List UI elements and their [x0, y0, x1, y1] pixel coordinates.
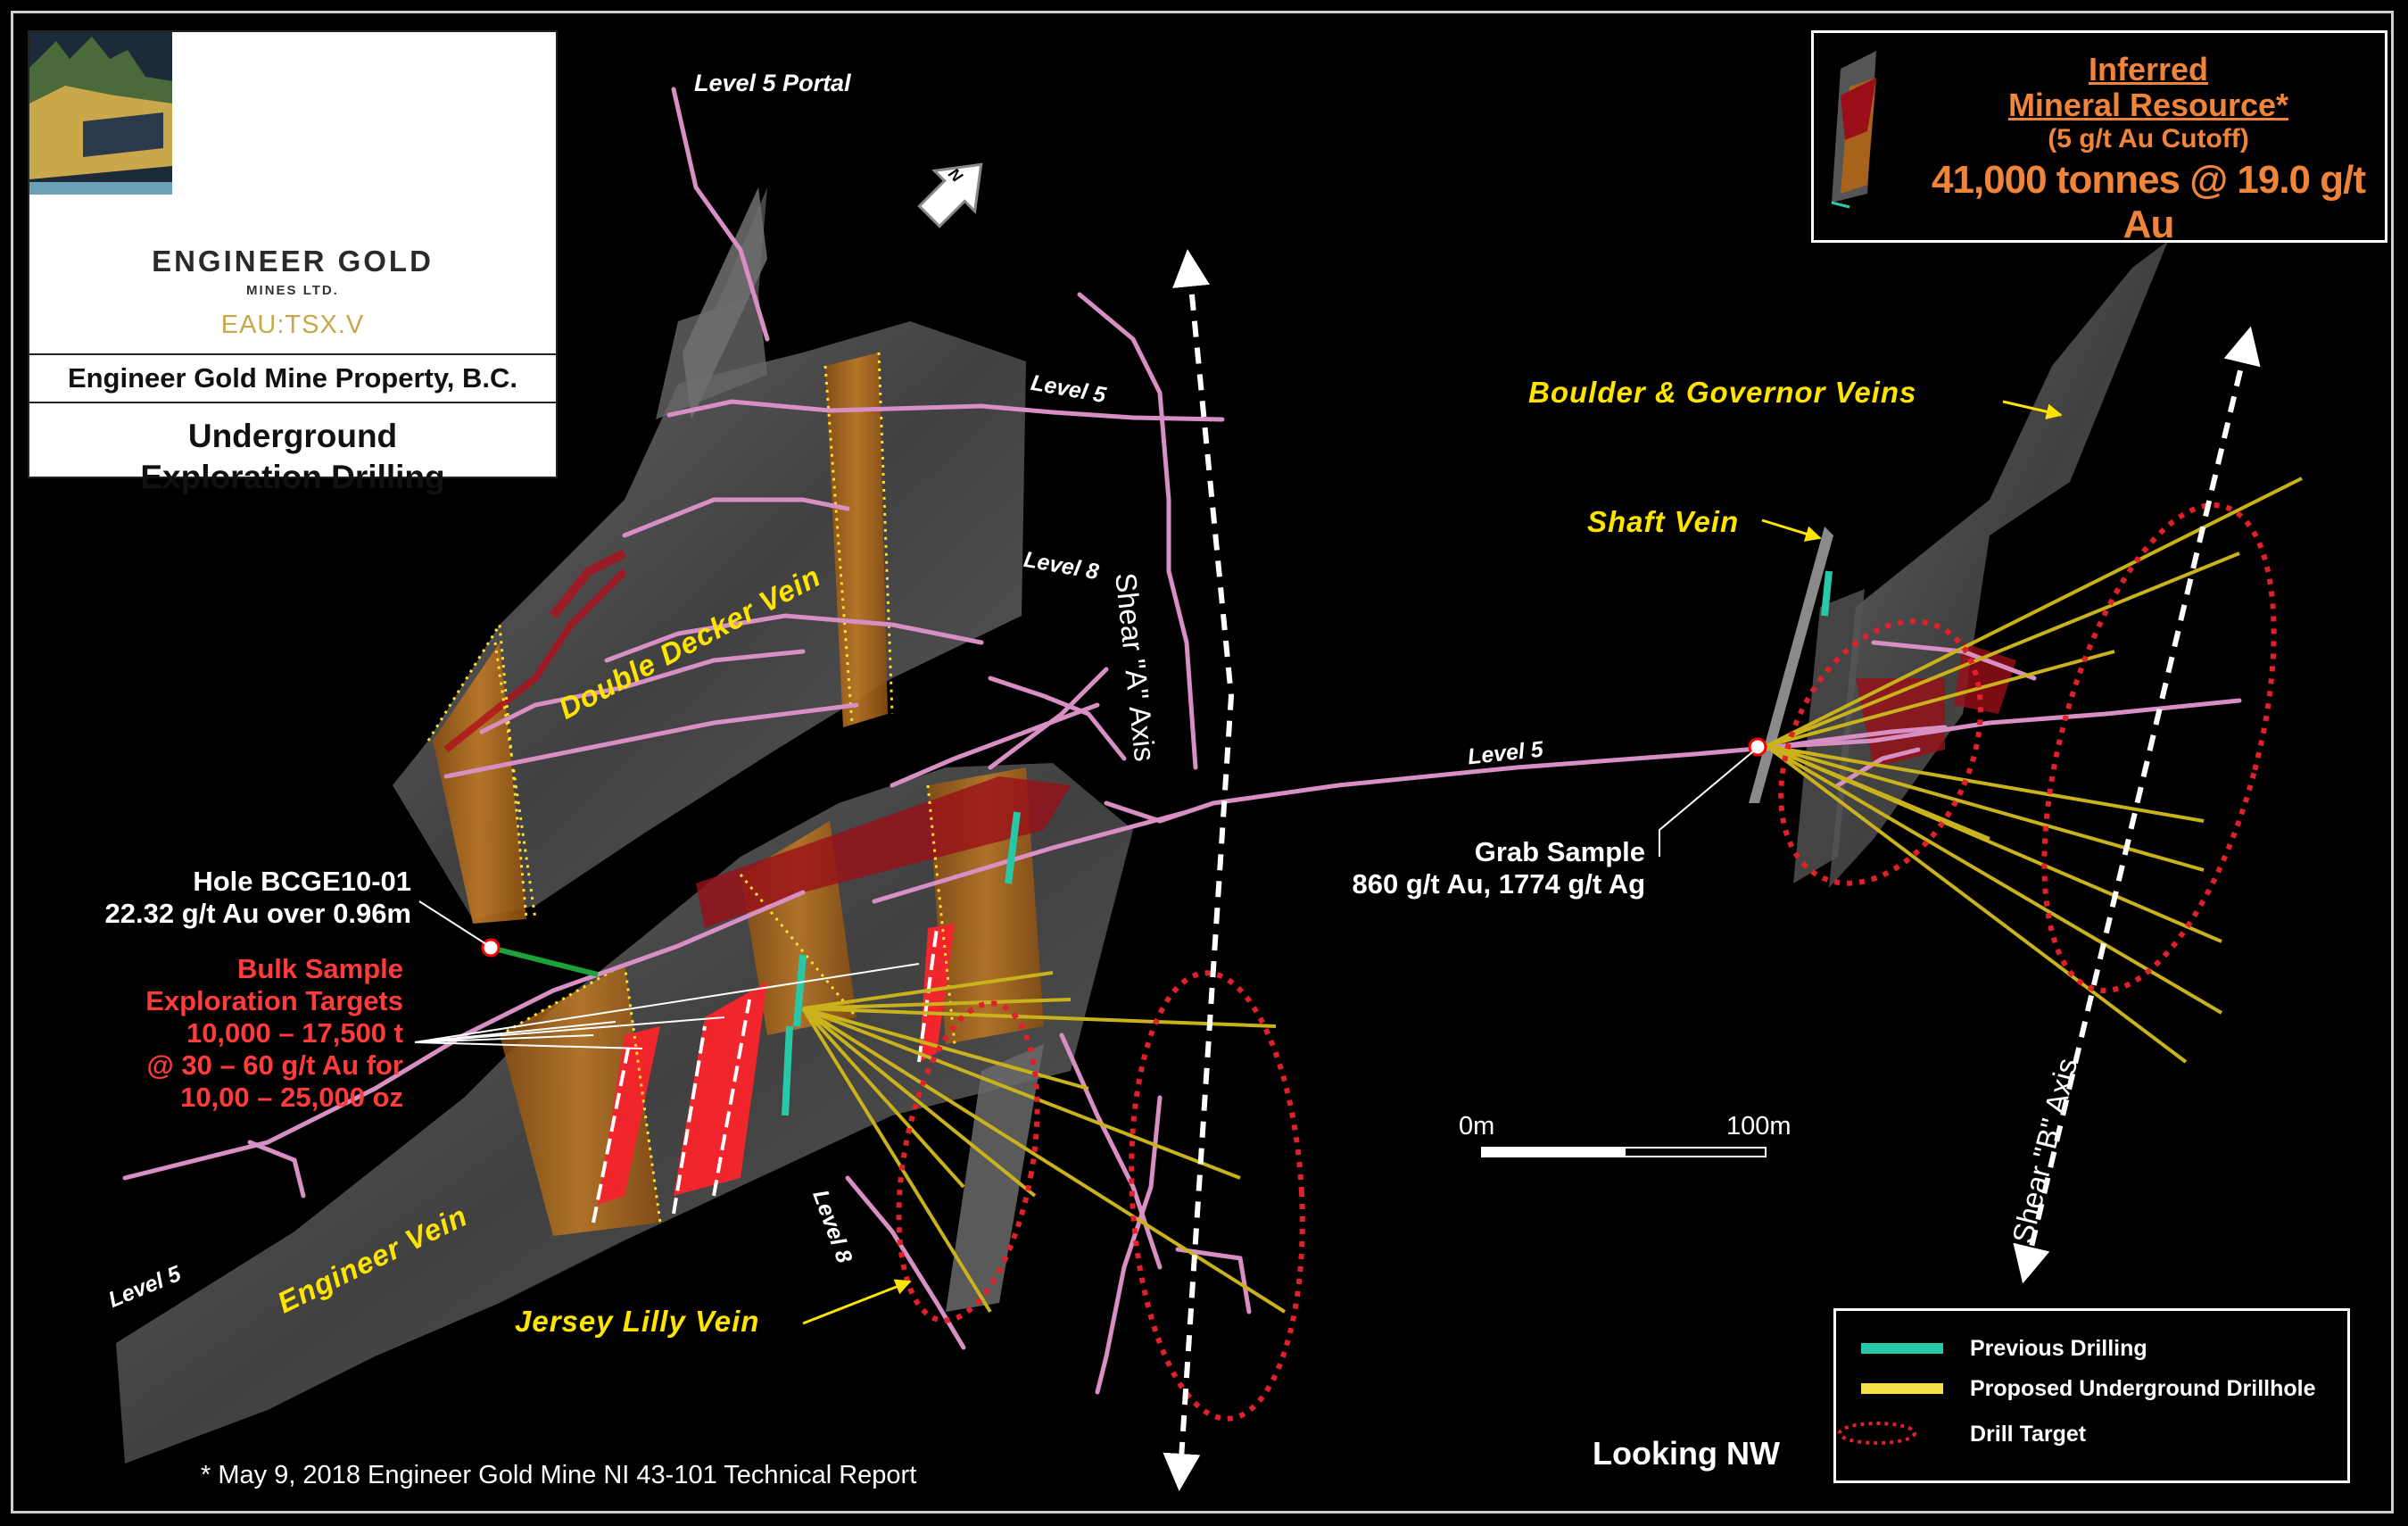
company-subtitle: MINES LTD.: [246, 283, 339, 298]
scale-bar: 0m 100m: [1454, 1107, 1792, 1160]
bulk-sample-annotation: Bulk Sample Exploration Targets 10,000 –…: [145, 953, 403, 1114]
leader-lines: [414, 751, 1754, 1049]
grab-sample-annotation: Grab Sample 860 g/t Au, 1774 g/t Ag: [1353, 836, 1645, 900]
scale-start-label: 0m: [1459, 1112, 1495, 1140]
resource-cutoff: (5 g/t Au Cutoff): [2048, 124, 2249, 153]
company-name: ENGINEER GOLD: [152, 245, 434, 278]
scale-segment-black: [1624, 1147, 1767, 1157]
legend: Previous Drilling Proposed Underground D…: [1833, 1308, 2350, 1483]
bulk-line3: 10,000 – 17,500 t: [186, 1017, 403, 1049]
north-arrow-icon: [917, 162, 983, 228]
legend-item-proposed-drillhole: Proposed Underground Drillhole: [1836, 1371, 2347, 1406]
bulk-line2: Exploration Targets: [145, 985, 403, 1016]
shear-a-axis-line: [1163, 249, 1235, 1491]
bulk-line4: @ 30 – 60 g/t Au for: [146, 1049, 403, 1081]
previous-drilling: [782, 570, 1833, 1116]
grab-title: Grab Sample: [1474, 836, 1645, 867]
hole-bcge10-01-point: [481, 938, 501, 958]
figure-title-line2: Exploration Drilling: [140, 459, 445, 495]
ticker-symbol: EAU:TSX.V: [220, 311, 365, 339]
resource-title-line1: Inferred: [2088, 51, 2209, 87]
resource-thumbnail-icon: [1831, 51, 1876, 209]
footnote: * May 9, 2018 Engineer Gold Mine NI 43-1…: [201, 1461, 917, 1489]
logo-box: ENGINEER GOLD MINES LTD. EAU:TSX.V Engin…: [28, 30, 558, 495]
company-logo-icon: [29, 32, 172, 195]
shear-b-axis-line: [2013, 326, 2261, 1284]
view-direction-label: Looking NW: [1593, 1435, 1780, 1472]
previous-drilling-swatch: [1861, 1343, 1943, 1354]
legend-item-previous-drilling: Previous Drilling: [1836, 1331, 2347, 1366]
grab-sample-point: [1748, 737, 1767, 757]
legend-item-drill-target: Drill Target: [1836, 1416, 2347, 1452]
hole-assay: 22.32 g/t Au over 0.96m: [104, 898, 411, 929]
figure-title-line1: Underground: [187, 418, 398, 454]
bulk-line5: 10,00 – 25,000 oz: [180, 1082, 403, 1113]
proposed-drillhole-swatch: [1861, 1383, 1943, 1394]
property-name: Engineer Gold Mine Property, B.C.: [29, 353, 556, 403]
scale-end-label: 100m: [1726, 1112, 1792, 1140]
shaft-vein-label: Shaft Vein: [1587, 505, 1740, 538]
boulder-governor-vein-surface: [1793, 241, 2168, 888]
hole-id: Hole BCGE10-01: [193, 866, 411, 897]
grab-assay: 860 g/t Au, 1774 g/t Ag: [1352, 868, 1645, 900]
legend-label: Proposed Underground Drillhole: [1970, 1376, 2316, 1401]
scale-segment-white: [1481, 1147, 1624, 1157]
shaft-vein-surface: [1749, 527, 1833, 803]
hole-bcge10-01-trace: [490, 945, 599, 977]
boulder-governor-veins-label: Boulder & Governor Veins: [1528, 376, 1917, 409]
yellow-leaders: [802, 400, 2063, 1325]
legend-label: Drill Target: [1970, 1422, 2087, 1447]
resource-title-line2: Mineral Resource*: [2007, 87, 2289, 123]
resource-box: Inferred Mineral Resource* (5 g/t Au Cut…: [1811, 30, 2387, 246]
resource-tonnage-grade: 41,000 tonnes @ 19.0 g/t Au: [1932, 158, 2366, 246]
jersey-lilly-vein-surface: [946, 1044, 1044, 1312]
level5-portal-label: Level 5 Portal: [694, 70, 851, 96]
legend-label: Previous Drilling: [1970, 1336, 2147, 1361]
double-decker-vein-surface: [393, 187, 1026, 924]
jersey-lilly-vein-label: Jersey Lilly Vein: [515, 1305, 760, 1338]
hole-bcge10-01-annotation: Hole BCGE10-01 22.32 g/t Au over 0.96m: [105, 866, 411, 930]
bulk-line1: Bulk Sample: [236, 953, 403, 984]
drill-target-swatch: [1838, 1422, 1916, 1445]
upper-workings: [683, 187, 767, 419]
